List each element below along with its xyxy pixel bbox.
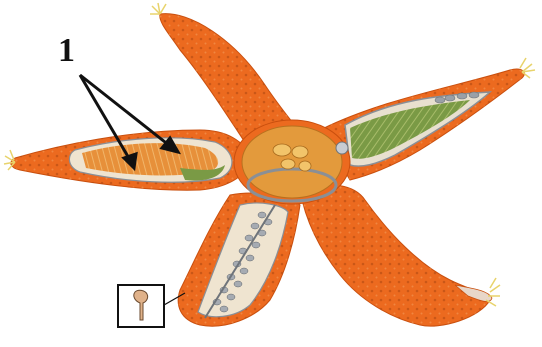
- callout-label-1: 1: [58, 32, 75, 70]
- arm-bottom-left: [178, 193, 300, 326]
- central-disc: [234, 120, 350, 204]
- madreporite: [336, 142, 348, 154]
- tube-feet-bottom-right: [486, 278, 500, 306]
- tube-feet-top: [150, 3, 166, 14]
- arm-bottom-right: [300, 185, 500, 326]
- tube-foot-inset: [118, 285, 185, 327]
- arm-right-upper: [320, 58, 535, 180]
